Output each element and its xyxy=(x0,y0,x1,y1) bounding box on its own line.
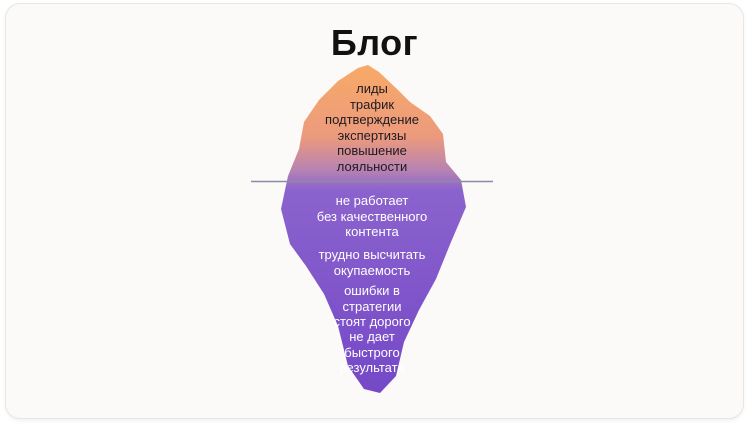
above-label: лиды xyxy=(356,81,388,96)
above-water-labels: лиды трафик подтверждение экспертизы пов… xyxy=(282,81,462,174)
below-label: ошибки в xyxy=(344,283,400,298)
below-label: не работает xyxy=(335,193,409,208)
below-water-group-4: не дает быстрого результата xyxy=(282,329,462,376)
below-water-group-2: трудно высчитать окупаемость xyxy=(282,247,462,278)
below-label: не дает xyxy=(349,329,395,344)
above-label: подтверждение xyxy=(325,112,419,127)
below-label: трудно высчитать xyxy=(318,247,426,262)
above-label: повышение xyxy=(337,143,407,158)
below-label: окупаемость xyxy=(333,262,411,278)
above-label: трафик xyxy=(349,96,395,112)
above-label: лояльности xyxy=(336,158,408,174)
page-title: Блог xyxy=(330,22,419,63)
below-label: стоят дорого xyxy=(333,314,411,329)
slide-card: Блог лиды трафик подтверждение экспертиз… xyxy=(6,4,743,418)
below-water-group-1: не работает без качественного контента xyxy=(282,193,462,240)
iceberg-shape xyxy=(281,65,466,393)
below-label: без качественного xyxy=(316,208,428,224)
below-label: стратегии xyxy=(342,298,402,314)
below-water-group-3: ошибки в стратегии стоят дорого xyxy=(282,283,462,330)
iceberg-diagram xyxy=(251,65,493,393)
below-label: быстрого xyxy=(344,344,400,360)
below-label: контента xyxy=(345,224,399,239)
above-label: экспертизы xyxy=(337,127,407,143)
below-label: результата xyxy=(339,360,405,375)
